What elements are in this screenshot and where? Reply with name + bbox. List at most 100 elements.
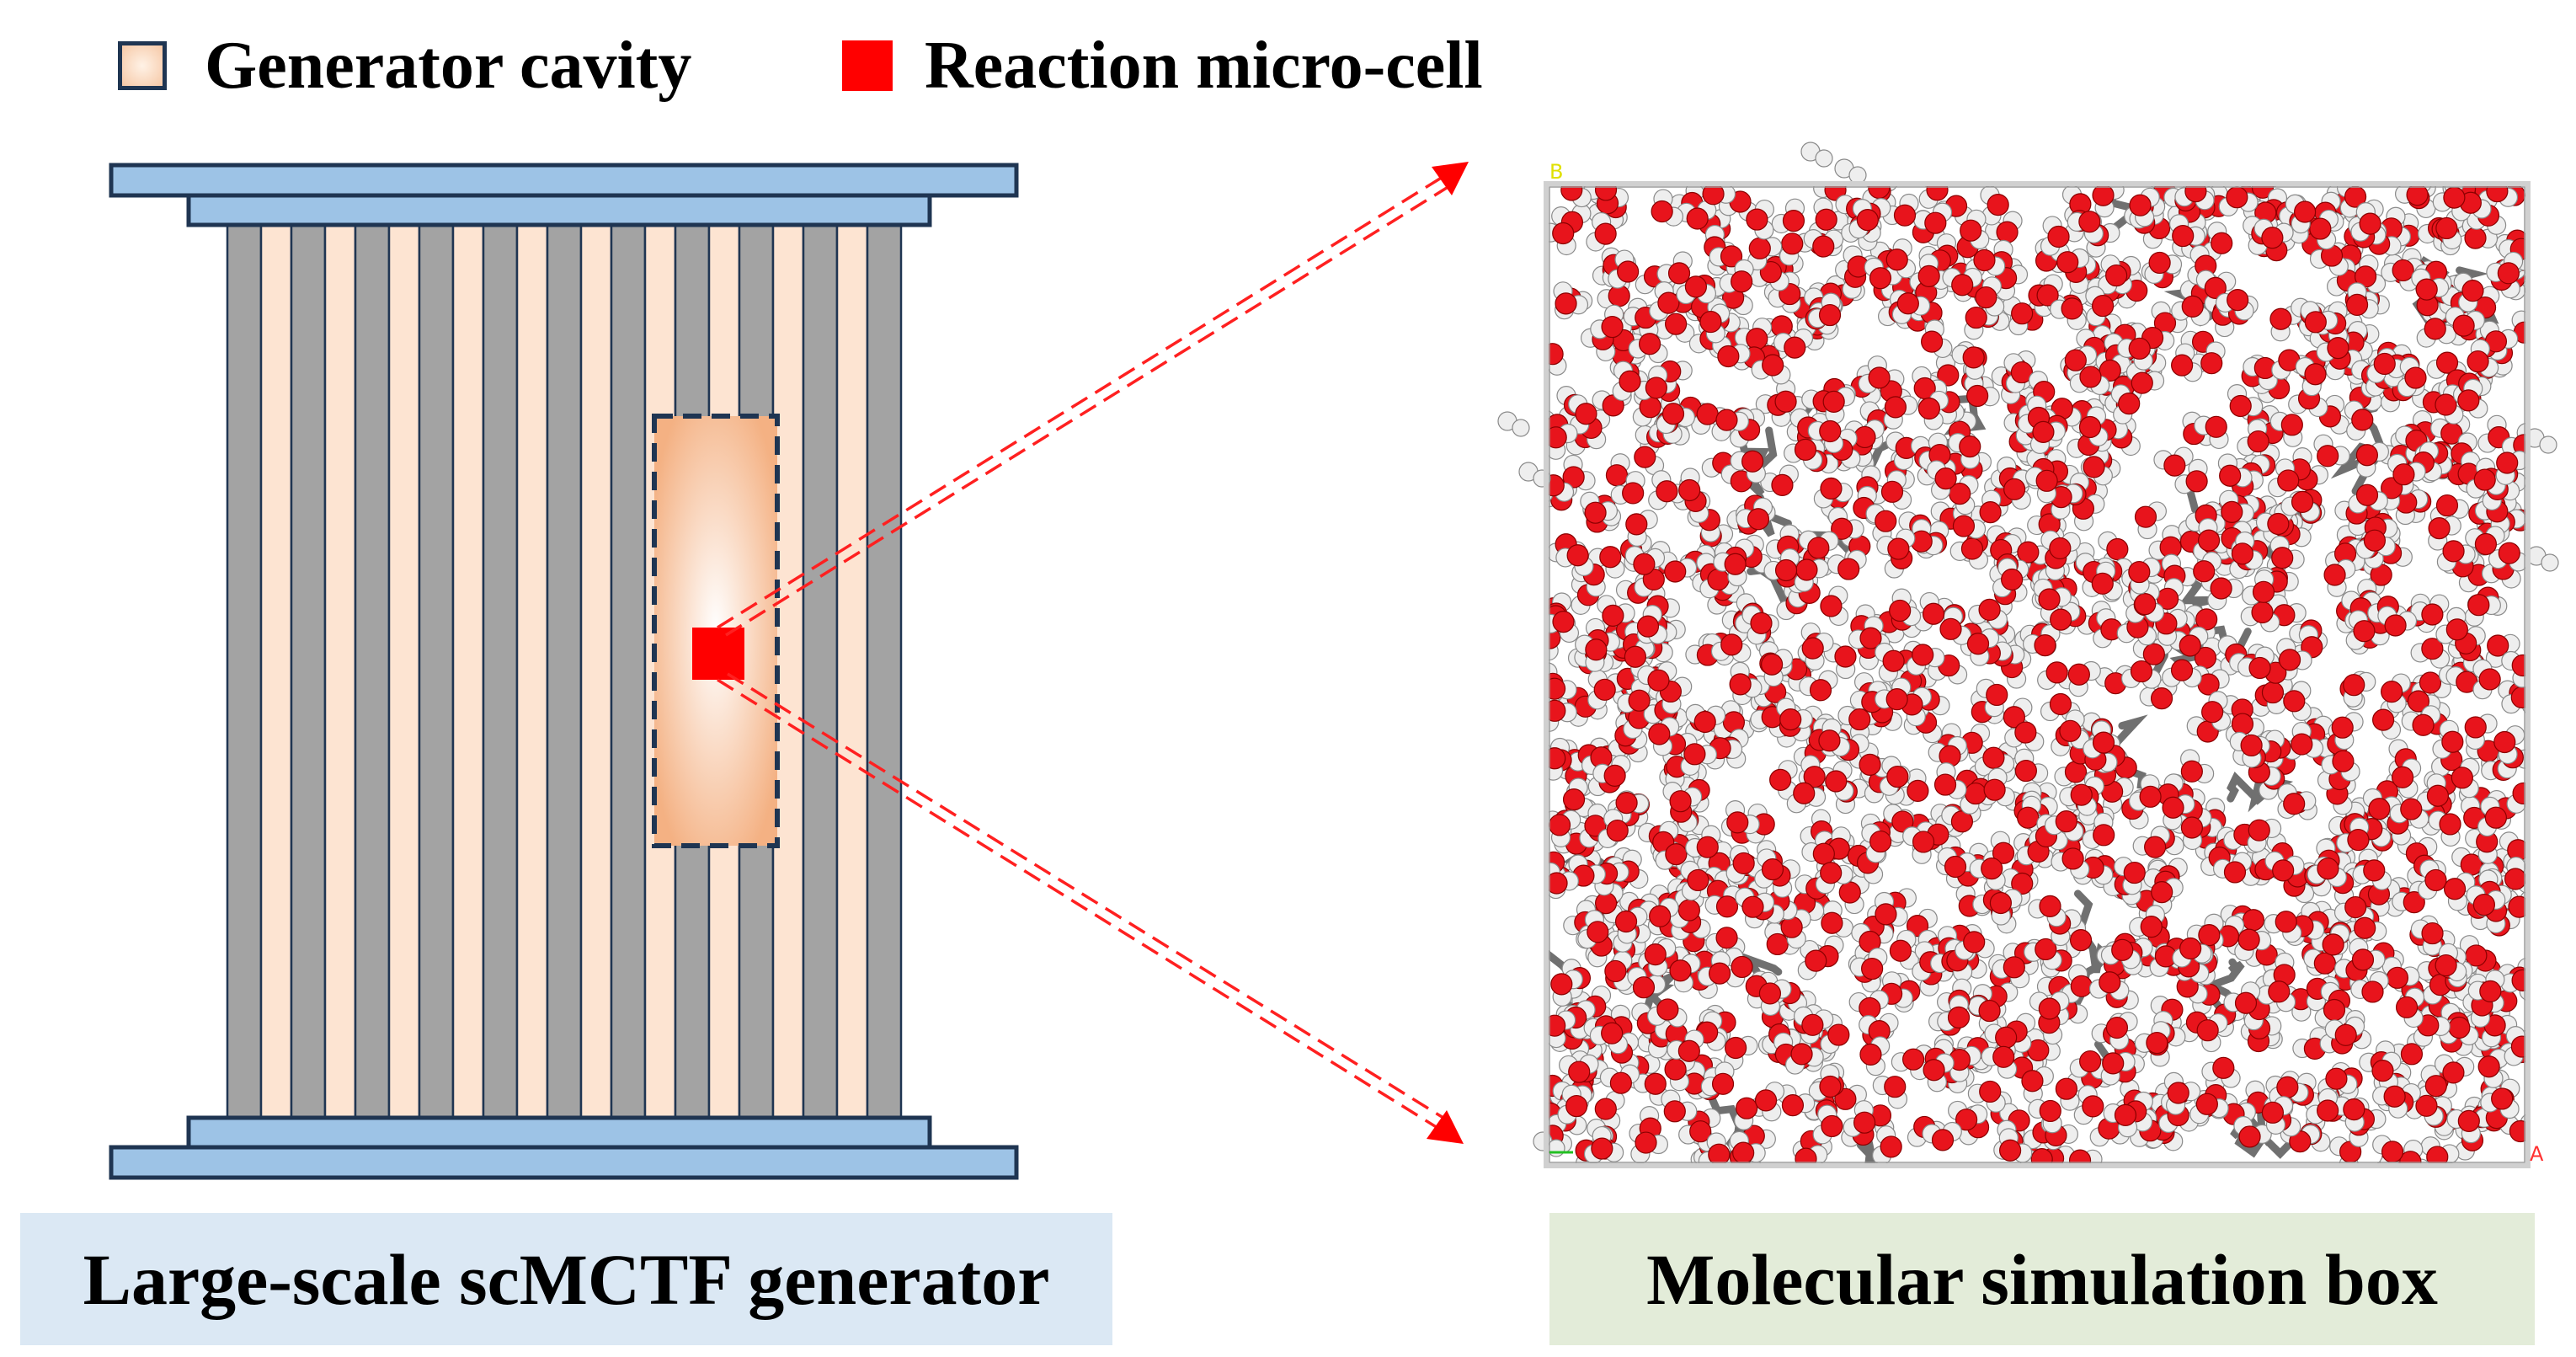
top-plate-outer bbox=[109, 163, 1019, 198]
water-molecule bbox=[2215, 289, 2254, 321]
water-molecule bbox=[2501, 686, 2526, 714]
water-molecule bbox=[1735, 887, 1775, 918]
water-molecule bbox=[1859, 1012, 1899, 1043]
water-molecule bbox=[1599, 1064, 1640, 1094]
water-molecule bbox=[2174, 185, 2215, 211]
water-molecule bbox=[2372, 699, 2402, 740]
water-molecule bbox=[1784, 1043, 1824, 1075]
water-molecule bbox=[1843, 1100, 1876, 1137]
water-molecule bbox=[1883, 804, 1914, 844]
cavity-swatch-icon bbox=[118, 41, 167, 90]
water-molecule bbox=[1891, 1048, 1930, 1081]
water-molecule bbox=[2040, 530, 2081, 560]
water-molecule bbox=[2174, 458, 2208, 494]
water-molecule bbox=[2350, 202, 2381, 242]
water-molecule bbox=[2172, 937, 2212, 968]
water-molecule bbox=[2253, 218, 2294, 249]
water-molecule bbox=[2168, 626, 2209, 657]
water-molecule bbox=[2151, 301, 2188, 334]
water-molecule bbox=[1992, 558, 2024, 598]
water-molecule bbox=[1624, 546, 1666, 575]
water-molecule bbox=[1580, 491, 1619, 524]
water-molecule bbox=[1992, 956, 2030, 989]
water-molecule bbox=[1610, 471, 1645, 505]
water-molecule bbox=[1917, 390, 1949, 430]
water-molecule bbox=[1942, 267, 1982, 297]
water-molecule bbox=[2504, 1026, 2526, 1066]
water-molecule bbox=[1949, 474, 1979, 516]
water-molecule bbox=[2082, 812, 2115, 850]
water-molecule bbox=[2195, 270, 2237, 299]
molecule-atoms bbox=[1548, 185, 2526, 1164]
channel-gap bbox=[259, 223, 293, 1119]
water-molecule bbox=[1879, 756, 1909, 796]
water-molecule bbox=[2381, 673, 2411, 713]
water-molecule bbox=[1597, 595, 1635, 627]
channel-gap bbox=[579, 223, 613, 1119]
water-molecule bbox=[1725, 800, 1760, 835]
water-molecule bbox=[1698, 1132, 1731, 1164]
water-molecule bbox=[2295, 356, 2327, 397]
water-molecule bbox=[1651, 189, 1683, 227]
water-molecule bbox=[1696, 1011, 1726, 1051]
water-molecule bbox=[2269, 535, 2305, 569]
water-molecule bbox=[2243, 356, 2278, 391]
water-molecule bbox=[2428, 516, 2461, 551]
water-molecule bbox=[2024, 938, 2062, 970]
water-molecule bbox=[2100, 1051, 2136, 1086]
water-molecule bbox=[2348, 483, 2388, 514]
water-molecule bbox=[1921, 319, 1953, 359]
water-molecule bbox=[1587, 546, 1625, 579]
channel-wall bbox=[546, 223, 583, 1119]
water-molecule bbox=[1628, 333, 1668, 364]
water-molecule bbox=[2467, 970, 2505, 1002]
water-molecule bbox=[2501, 650, 2526, 688]
protruding-molecules bbox=[1497, 142, 2559, 1157]
protruding-atom-group bbox=[1834, 158, 1867, 184]
water-molecule bbox=[1771, 198, 1805, 234]
water-molecule bbox=[1697, 951, 1731, 986]
water-molecule bbox=[2088, 971, 2130, 1001]
water-molecule bbox=[1983, 767, 2015, 807]
water-molecule bbox=[2067, 660, 2101, 697]
water-molecule bbox=[1859, 1036, 1891, 1077]
water-molecule bbox=[2355, 529, 2396, 559]
channel-gap bbox=[387, 223, 421, 1119]
water-molecule bbox=[1786, 782, 1827, 814]
water-molecule bbox=[1754, 1082, 1785, 1122]
water-molecule bbox=[1861, 823, 1892, 863]
water-molecule bbox=[2028, 895, 2067, 927]
water-molecule bbox=[1612, 361, 1641, 402]
water-molecule bbox=[2162, 659, 2202, 688]
water-molecule bbox=[2100, 938, 2141, 970]
water-molecule bbox=[1827, 506, 1864, 540]
water-molecule bbox=[2103, 1103, 2138, 1138]
water-molecule bbox=[1928, 735, 1967, 767]
water-molecule bbox=[1685, 825, 1721, 858]
water-molecule bbox=[2217, 453, 2253, 488]
reaction-micro-cell bbox=[692, 628, 744, 680]
water-molecule bbox=[2332, 1096, 2365, 1132]
water-molecule bbox=[2029, 420, 2066, 454]
water-molecule bbox=[2309, 209, 2339, 250]
water-molecule bbox=[2193, 551, 2222, 592]
water-molecule bbox=[1637, 661, 1677, 692]
water-molecule bbox=[2229, 731, 2263, 768]
water-molecule bbox=[1594, 1090, 1625, 1130]
water-molecule bbox=[1646, 998, 1688, 1028]
water-molecule bbox=[2092, 185, 2125, 218]
water-molecule bbox=[2218, 186, 2259, 216]
water-molecule bbox=[1968, 598, 2008, 629]
water-molecule bbox=[2268, 458, 2300, 498]
water-molecule bbox=[1807, 292, 1842, 329]
water-molecule bbox=[2073, 1085, 2104, 1125]
water-molecule bbox=[1705, 927, 1746, 957]
water-molecule bbox=[2432, 719, 2464, 759]
water-molecule bbox=[1848, 198, 1879, 239]
water-molecule bbox=[1889, 929, 1919, 970]
water-molecule bbox=[2083, 720, 2115, 759]
water-molecule bbox=[2153, 446, 2194, 477]
water-molecule bbox=[2477, 796, 2507, 837]
water-molecule bbox=[1617, 678, 1651, 713]
